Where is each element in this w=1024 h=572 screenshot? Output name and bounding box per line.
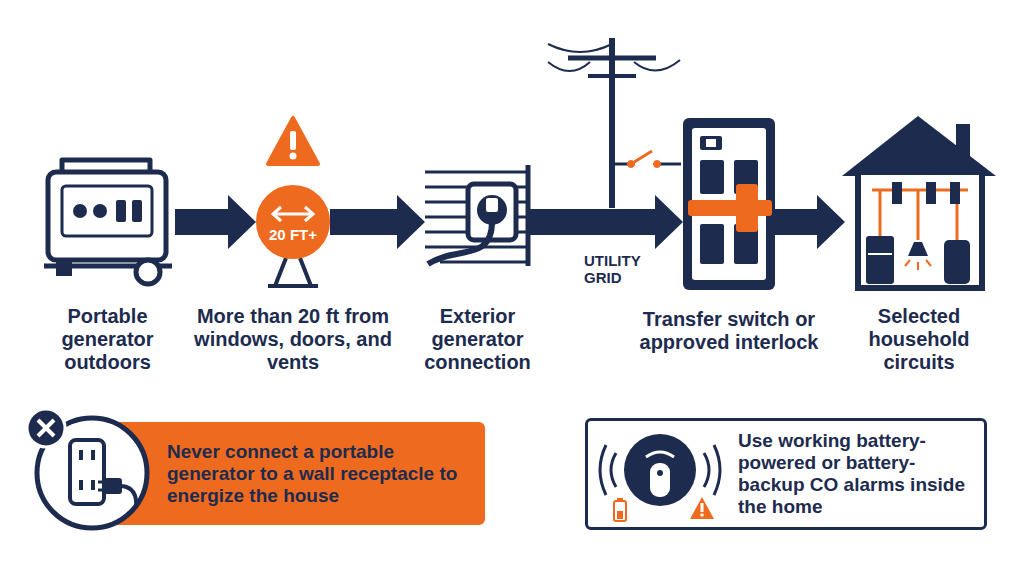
distance-label: 20 FT+	[259, 188, 327, 243]
inlet-icon	[425, 165, 528, 266]
stage-icon: Transfer switch or approved interlock	[683, 118, 775, 290]
stage-caption: More than 20 ft from windows, doors, and…	[193, 305, 393, 374]
no-receptacle-icon	[20, 404, 160, 534]
stage-caption: Selected household circuits	[839, 305, 999, 374]
flow-arrow	[530, 195, 683, 249]
note-text: Never connect a portable generator to a …	[167, 441, 471, 507]
grid-label: UTILITY GRID	[584, 252, 650, 286]
generator-icon	[44, 160, 172, 284]
flow-arrow	[330, 195, 425, 249]
utility-pole	[548, 38, 681, 208]
stage-caption: Exterior generator connection	[398, 305, 558, 374]
sign-stand	[268, 258, 318, 286]
stage-icon: Portable generator outdoors	[40, 165, 175, 285]
panel-icon	[683, 118, 775, 290]
utility-switch	[628, 151, 661, 168]
stage-icon: Exterior generator connection	[425, 165, 530, 265]
flow-arrow	[175, 195, 256, 249]
flow-arrow	[775, 195, 845, 249]
co-alarm-icon	[596, 425, 731, 525]
stage-icon: Selected household circuits	[845, 118, 993, 290]
warning-box: Never connect a portable generator to a …	[95, 422, 485, 525]
stage-caption: Portable generator outdoors	[28, 305, 188, 374]
note-text: Use working battery-powered or battery-b…	[738, 430, 970, 518]
stage-caption: Transfer switch or approved interlock	[624, 308, 834, 354]
warning-icon	[268, 118, 318, 164]
house-icon	[842, 116, 996, 288]
distance-circle: 20 FT+More than 20 ft from windows, door…	[256, 185, 330, 259]
